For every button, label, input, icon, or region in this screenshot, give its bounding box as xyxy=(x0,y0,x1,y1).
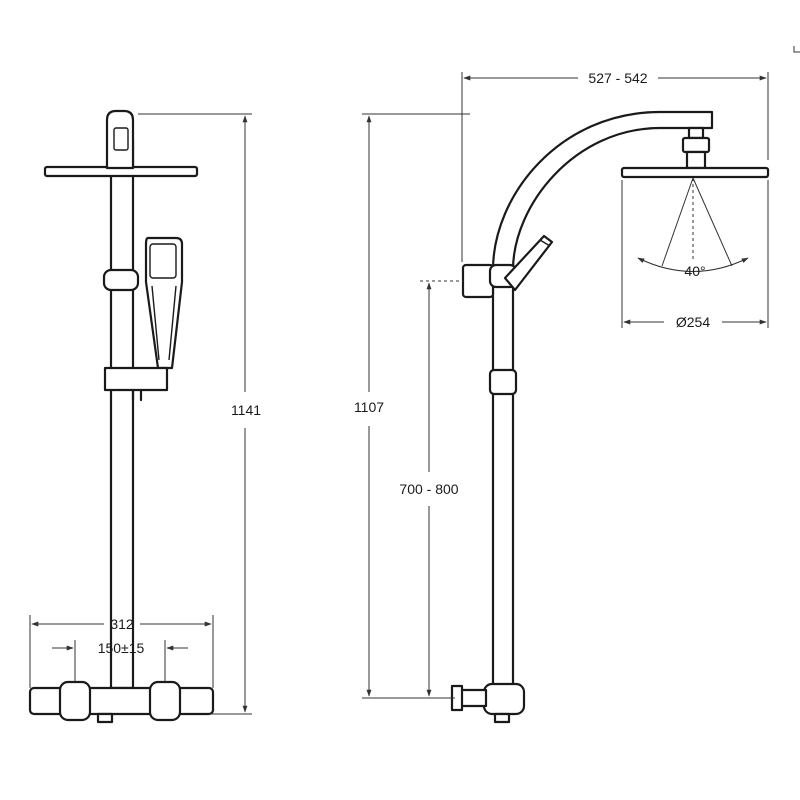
side-dimension-total-height: 1107 xyxy=(354,113,470,699)
side-head-collar xyxy=(687,126,705,140)
side-head-neck xyxy=(685,150,707,170)
side-wall-bracket xyxy=(461,263,495,299)
side-mixer-spout xyxy=(493,712,511,724)
front-dimension-height: 1141 xyxy=(138,113,261,715)
front-diverter-block xyxy=(103,366,169,392)
side-hose-clamp xyxy=(488,368,518,396)
side-shower-head xyxy=(620,166,770,179)
dimension-arm-reach: 527 - 542 xyxy=(588,70,647,86)
side-curved-arm xyxy=(491,110,714,272)
front-hand-shower-grip xyxy=(151,285,177,361)
side-head-connector xyxy=(681,136,711,154)
front-top-connector xyxy=(105,109,135,170)
front-slider-bracket xyxy=(102,268,140,292)
side-view xyxy=(450,110,770,724)
front-mixer-right-knob xyxy=(148,680,182,722)
side-hand-shower xyxy=(503,234,554,292)
front-mixer-left-knob xyxy=(58,680,92,722)
front-view xyxy=(28,109,215,724)
side-riser-pipe xyxy=(491,266,515,695)
side-dimension-adjustable-height: 700 - 800 xyxy=(399,280,463,697)
dimension-inlet-spacing: 150±15 xyxy=(98,640,145,656)
dimension-head-diameter: Ø254 xyxy=(676,314,710,330)
side-spray-angle: 40° xyxy=(637,177,749,279)
front-connector-window xyxy=(113,127,129,151)
side-mixer-body xyxy=(482,682,526,716)
dimension-spray-angle: 40° xyxy=(684,263,705,279)
corner-mark xyxy=(793,46,800,53)
side-hand-shower-face xyxy=(539,239,551,247)
dimension-total-height-front: 1141 xyxy=(231,402,261,418)
front-mixer-body xyxy=(28,686,215,716)
dimension-adjustable-height: 700 - 800 xyxy=(399,481,458,497)
front-riser-pipe xyxy=(109,138,135,690)
side-dimension-arm-reach: 527 - 542 xyxy=(461,70,769,262)
dimension-mixer-width: 312 xyxy=(110,616,134,632)
dimension-total-height-side: 1107 xyxy=(354,399,384,415)
side-mixer-inlet xyxy=(458,688,488,708)
front-mixer-spout xyxy=(96,712,114,724)
front-dimension-mixer-width: 312 xyxy=(29,615,214,688)
front-dimension-inlet-spacing: 150±15 xyxy=(52,640,188,682)
front-hand-shower xyxy=(144,236,184,370)
front-hand-shower-face xyxy=(149,243,177,279)
side-dimension-head-diameter: Ø254 xyxy=(621,180,769,330)
front-hose-outlet xyxy=(131,388,143,402)
